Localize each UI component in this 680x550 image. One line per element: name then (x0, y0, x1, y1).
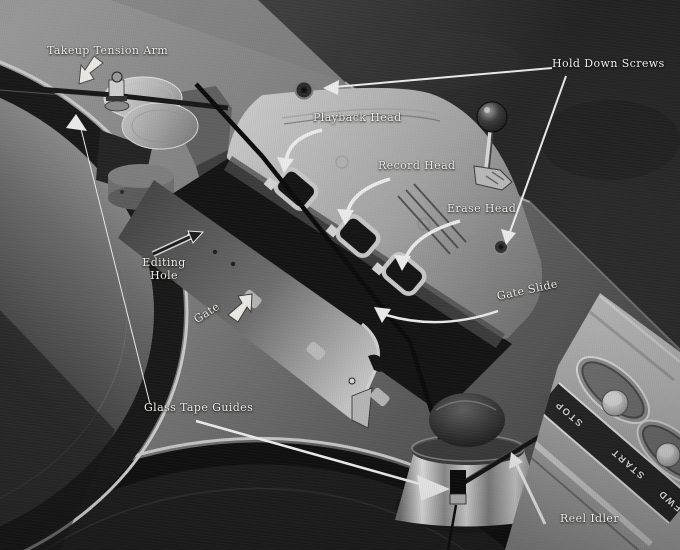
label-takeup-tension-arm: Takeup Tension Arm (47, 44, 169, 57)
takeup-tension-arm-assembly (0, 71, 238, 210)
erase-head-unit (371, 252, 427, 296)
callout-arrows (66, 55, 567, 525)
gate-latch (368, 354, 384, 372)
tape-heads (242, 167, 427, 407)
reel-idler-arrow (515, 464, 547, 525)
playback-head-unit (263, 167, 319, 211)
gate-arrow (227, 293, 253, 323)
lever-ball-knob (476, 101, 508, 133)
gate-slide-arrow (385, 309, 499, 324)
label-playback-head: Playback Head (313, 111, 402, 124)
glass-guides-line-upper (79, 124, 151, 405)
capstan-post (450, 470, 466, 496)
label-reel-idler: Reel Idler (560, 512, 619, 525)
record-head-unit (325, 214, 381, 258)
label-editing-hole-line2: Hole (150, 269, 178, 282)
label-editing-hole-line1: Editing (142, 256, 186, 269)
label-strip (537, 383, 680, 523)
ball-lever (473, 101, 513, 191)
lower-reel-table (0, 436, 636, 550)
takeup-arrow (78, 55, 104, 85)
hold-down-line-bottom (509, 75, 567, 233)
transport-panel (505, 293, 680, 550)
hold-down-line-top (333, 67, 553, 88)
label-editing-hole: Editing Hole (134, 256, 194, 282)
head-channel (150, 156, 512, 414)
magnetic-tape (194, 82, 455, 477)
glass-guides-line-lower (195, 419, 421, 486)
label-erase-head: Erase Head (447, 202, 517, 215)
label-record-head: Record Head (378, 159, 456, 172)
label-hold-down-screws: Hold Down Screws (552, 57, 665, 70)
editing-hole-arrow (152, 234, 193, 256)
label-glass-tape-guides: Glass Tape Guides (144, 401, 254, 414)
gate-foot (351, 387, 373, 429)
idler-dome (429, 393, 505, 447)
erase-arrow (403, 219, 461, 261)
